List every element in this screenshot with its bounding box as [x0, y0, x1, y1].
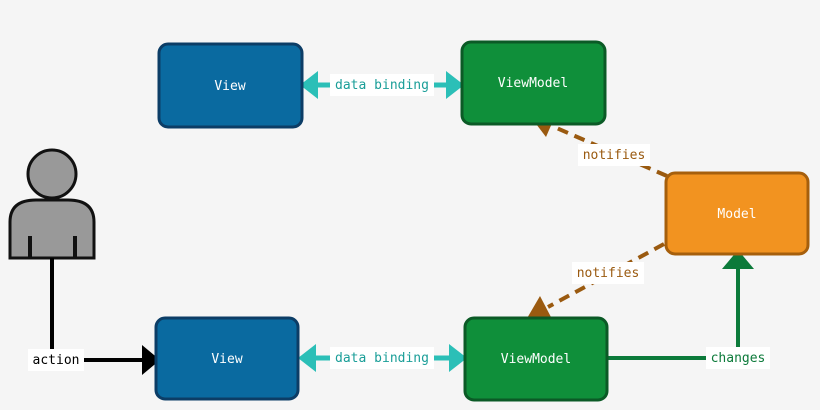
model-box: Model: [664, 171, 810, 256]
binding-label-bottom: data binding: [335, 351, 429, 366]
view-label-top: View: [214, 79, 245, 94]
view-box-bottom: View: [154, 316, 300, 401]
viewmodel-label-top: ViewModel: [498, 76, 568, 91]
binding-label-top: data binding: [335, 78, 429, 93]
binding-connector-top: data binding: [300, 71, 464, 99]
view-label-bottom: View: [211, 352, 242, 367]
viewmodel-label-bottom: ViewModel: [501, 352, 571, 367]
view-box-top: View: [157, 42, 304, 129]
model-label: Model: [717, 207, 756, 222]
notifies-label-bottom: notifies: [577, 266, 640, 281]
viewmodel-box-top: ViewModel: [460, 40, 607, 126]
binding-connector-bottom: data binding: [298, 344, 467, 372]
notifies-connector-bottom: notifies: [526, 242, 665, 320]
notifies-label-top: notifies: [583, 148, 646, 163]
viewmodel-box-bottom: ViewModel: [463, 316, 609, 402]
action-connector: action: [28, 258, 160, 375]
action-label: action: [33, 353, 80, 368]
changes-label: changes: [711, 351, 766, 366]
changes-connector: changes: [608, 250, 770, 369]
user-icon: [8, 148, 96, 260]
